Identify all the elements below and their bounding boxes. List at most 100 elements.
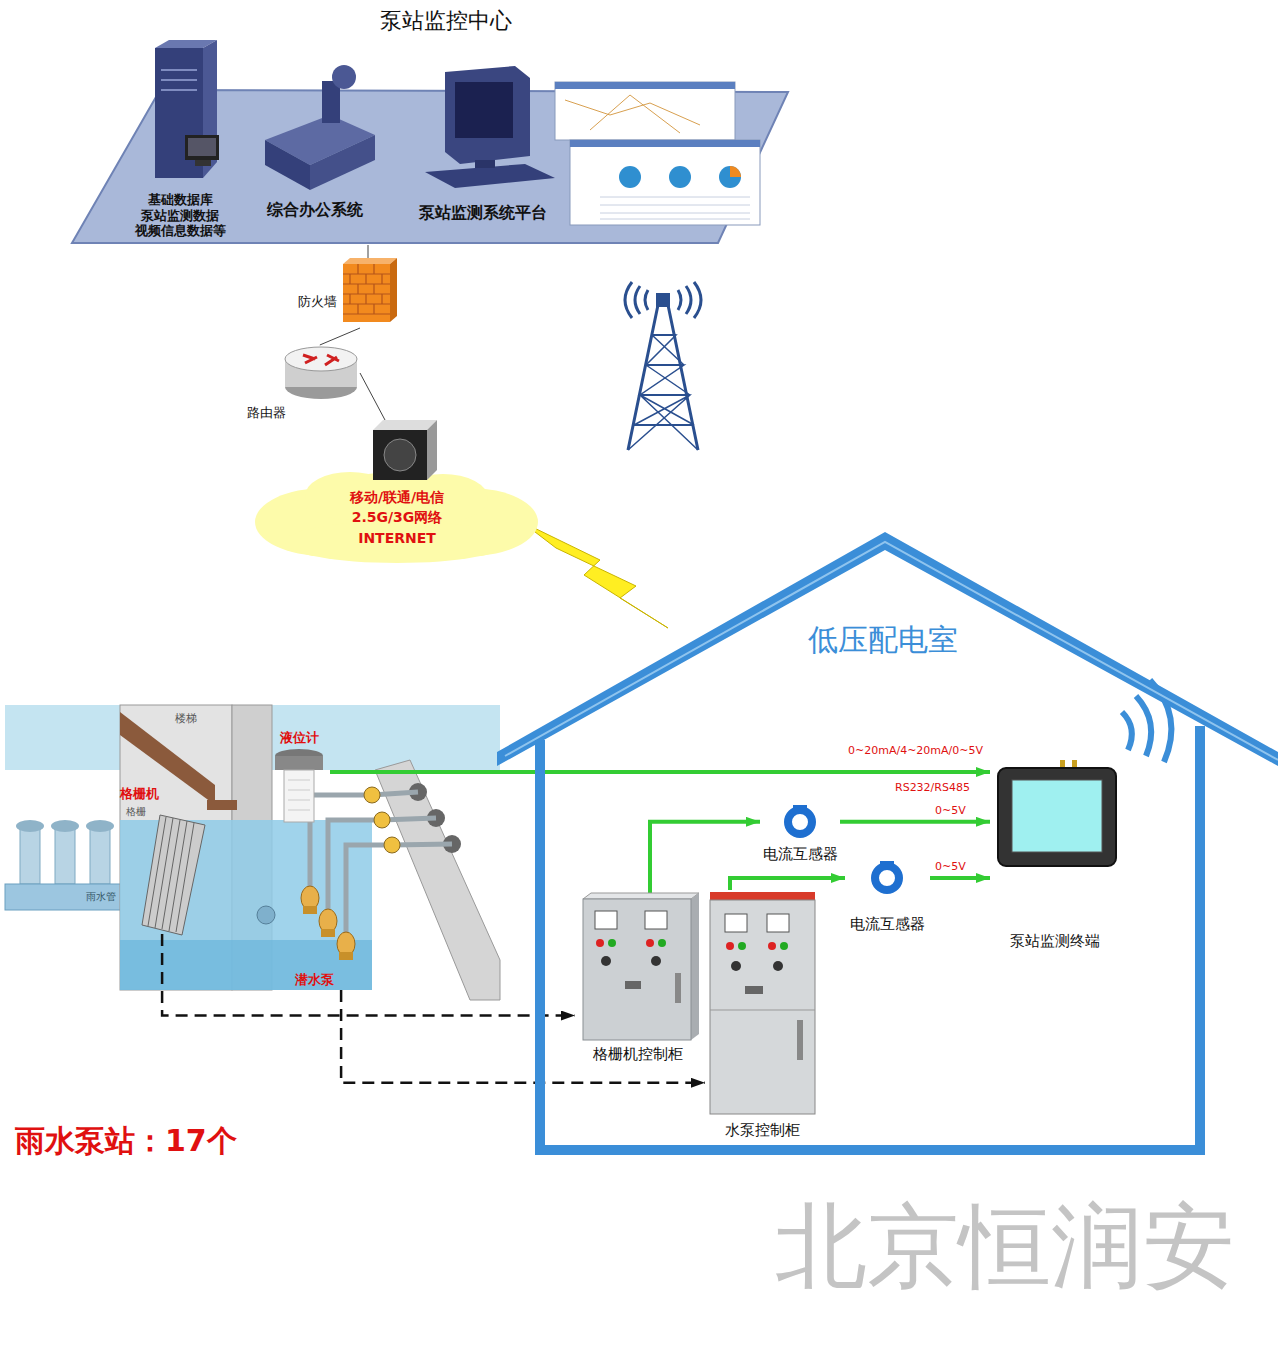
level-meter-shape [275,756,323,770]
pump-station-drawing [207,800,237,810]
network-cloud-shape [384,439,416,471]
firewall-icon: 防火墙 [298,258,398,328]
signal-label: 0~5V [935,860,966,873]
monitor-center-platform-shape [570,140,760,225]
pump-control-cabinet-shape [738,942,746,950]
pump-station-drawing [51,820,79,832]
pump-control-cabinet-shape [710,1010,815,1011]
tower-symbol [625,282,701,450]
node-label: 路由器 [247,405,286,421]
pump-control-cabinet-shape [745,986,763,994]
tower-symbol [656,293,670,307]
pump-station-drawing [148,817,194,932]
pump-station-drawing [303,906,317,914]
screen-control-cabinet-shape [575,893,700,1068]
pump-station-drawing [55,826,75,884]
monitor-center-platform-shape [565,95,700,133]
signal-line [930,876,990,880]
node-label: 泵站监测系统平台 [395,203,570,222]
pump-control-cabinet-shape [797,1020,803,1060]
monitor-center-platform-shape [600,197,750,219]
current-transformer-shape [880,861,894,866]
pump-station-drawing [142,815,205,935]
part-name: 雨水管 [85,891,117,903]
office-system-shape [332,65,356,89]
tower-symbol [628,305,698,450]
tower-symbol [678,282,701,318]
level-meter: 液位计 [268,728,330,828]
wifi-symbol [1122,712,1132,750]
pump-station-drawing [90,826,110,884]
node-label: 低压配电室 [808,622,958,658]
screen-control-cabinet: 格栅机控制柜 [575,893,700,1068]
monitor-center-platform-shape [555,82,735,89]
network-cloud: 移动/联通/电信 2.5G/3G网络 INTERNET [255,420,540,565]
monitoring-platform-shape [445,66,530,164]
node-label: 基础数据库 泵站监测数据 视频信息数据等 [128,192,232,239]
monitoring-terminal: 泵站监测终端 [990,760,1120,955]
screen-control-cabinet-shape [625,981,641,989]
distribution-room-shape [497,532,1278,766]
pump-station-drawing [5,705,500,1000]
level-meter-shape [284,770,314,822]
firewall-icon-shape [390,258,397,322]
level-meter-shape [288,780,310,810]
lightning-symbol [522,522,668,628]
node-label: 泵站监测终端 [990,932,1120,950]
node-label: 电流互感器 [760,845,840,863]
current-transformer-shape [875,866,899,890]
screen-control-cabinet-shape [651,956,661,966]
network-cloud-shape [427,420,437,480]
screen-control-cabinet-shape [596,939,604,947]
router-icon-shape [285,347,357,371]
monitor-center-platform-shape [669,166,691,188]
monitor-center-platform-shape [719,166,741,188]
pump-station-drawing [120,712,215,805]
submersible-pump: 潜水泵 [290,880,362,990]
control-line [162,934,575,1016]
pump-station-drawing [16,820,44,832]
network-cloud-shape [373,430,427,480]
part-name: 格栅 [125,806,147,818]
database-server: 基础数据库 泵站监测数据 视频信息数据等 [125,40,235,245]
database-server-shape [161,70,197,90]
monitoring-terminal-shape [990,760,1120,955]
pump-control-cabinet-shape [780,942,788,950]
monitoring-platform: 泵站监测系统平台 [395,60,570,230]
screen-control-cabinet-shape [583,899,691,1040]
screen-control-cabinet-shape [601,956,611,966]
node-label: 格栅机 [120,786,159,802]
signal-line [840,820,990,824]
monitoring-terminal-shape [1012,780,1102,852]
distribution-room-shape [505,542,1278,760]
database-server-shape [188,138,216,156]
signal-label: 0~20mA/4~20mA/0~5V [848,744,983,757]
node-label: 潜水泵 [295,972,334,988]
screen-control-cabinet-shape [658,939,666,947]
current-transformer: 电流互感器 [760,805,840,865]
pump-station-drawing [86,820,114,832]
monitor-center-platform: 泵站监控中心基础数据库 泵站监测数据 视频信息数据等综合办公系统泵站监测系统平台 [70,5,790,245]
pump-control-cabinet-shape [773,961,783,971]
office-system-shape [265,140,310,190]
screen-control-cabinet-shape [645,911,667,929]
node-label: 综合办公系统 [250,200,380,219]
firewall-icon-shape [343,264,390,322]
pump-station-drawing [321,929,335,937]
pump-control-cabinet-shape [705,890,820,1142]
signal-name: RS232/RS485 [895,781,970,794]
lightning-symbol [522,522,668,628]
pump-control-cabinet-shape [725,914,747,932]
pump-station-drawing [310,795,392,936]
network-cloud-shape [373,420,437,430]
screen-control-cabinet-shape [646,939,654,947]
firewall-icon-shape [343,264,390,314]
node-label: 移动/联通/电信 2.5G/3G网络 INTERNET [322,487,472,548]
tower-symbol [625,282,648,318]
office-system-shape [310,135,375,190]
pump-station-drawing [372,792,452,845]
monitor-center-platform-shape [570,140,760,147]
database-server-shape [195,160,211,166]
distribution-room-shape [540,726,1200,1150]
